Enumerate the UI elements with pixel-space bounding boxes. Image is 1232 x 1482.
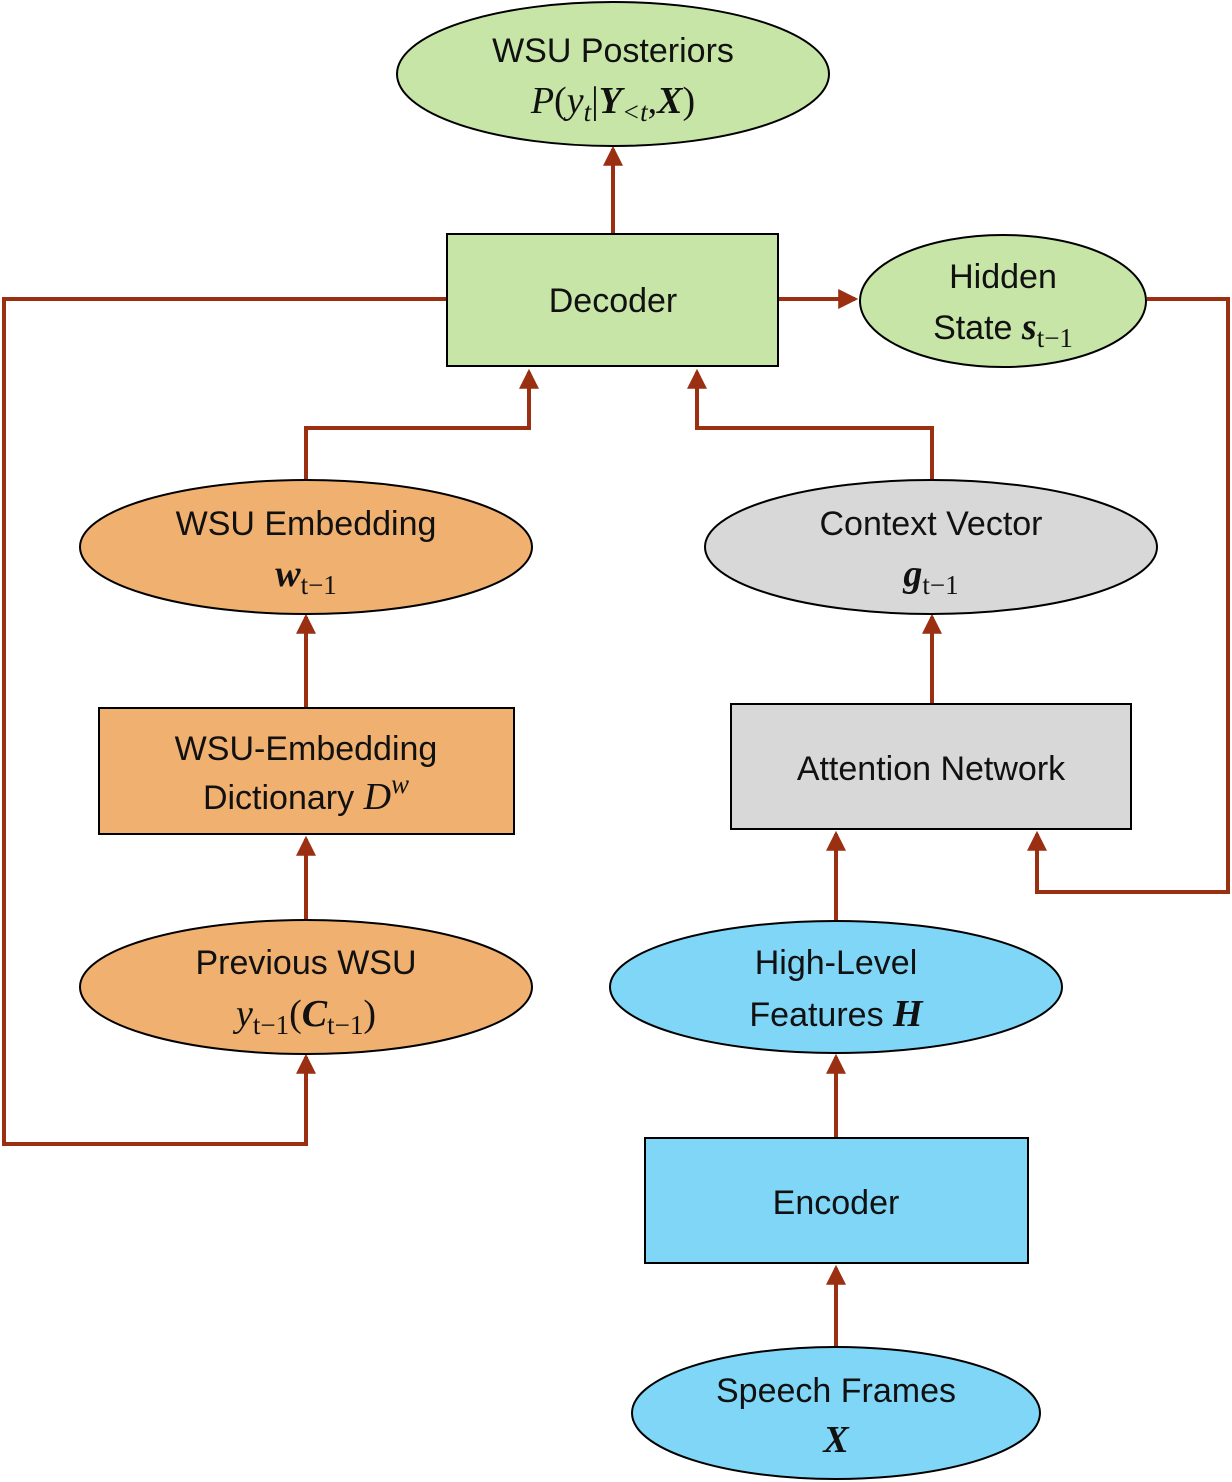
context-vector-title: Context Vector [819,505,1042,543]
encoder-box [644,1137,1029,1264]
previous-wsu-formula: yt−1(Ct−1) [232,993,376,1040]
wsu-embedding-ellipse [79,479,533,615]
speech-frames-formula: X [822,1419,850,1461]
speech-frames-ellipse [631,1346,1041,1480]
arrow-embedding-to-decoder [304,368,539,480]
previous-wsu-title: Previous WSU [195,944,416,982]
arrow-hidden-state-to-attention [1027,297,1230,894]
attention-network-box [730,703,1132,830]
context-vector-node: Context Vector gt−1 [704,479,1158,615]
wsu-embedding-node: WSU Embedding wt−1 [79,479,533,615]
context-vector-formula: gt−1 [902,553,958,600]
wsu-posteriors-node: WSU Posteriors P(yt|Y<t,X) [396,1,830,147]
hidden-state-line2: State st−1 [933,306,1073,353]
embedding-dictionary-line2: Dictionary Dw [203,769,409,818]
decoder-node: Decoder [446,233,779,367]
wsu-embedding-formula: wt−1 [275,553,337,600]
hidden-state-line1: Hidden [949,258,1057,296]
embedding-dictionary-node: WSU-Embedding Dictionary Dw [98,707,515,835]
embedding-dictionary-box [98,707,515,835]
embedding-dictionary-line1: WSU-Embedding [175,730,438,768]
high-level-features-node: High-Level Features H [609,920,1063,1054]
high-level-features-ellipse [609,920,1063,1054]
wsu-posteriors-title: WSU Posteriors [492,32,734,70]
wsu-embedding-title: WSU Embedding [176,505,437,543]
encoder-label: Encoder [773,1184,900,1222]
previous-wsu-ellipse [79,919,533,1055]
decoder-label: Decoder [549,282,678,320]
high-level-features-line2: Features H [749,993,924,1035]
previous-wsu-node: Previous WSU yt−1(Ct−1) [79,919,533,1055]
wsu-posteriors-ellipse [396,1,830,147]
hidden-state-node: Hidden State st−1 [859,234,1147,368]
high-level-features-line1: High-Level [755,944,918,982]
speech-frames-node: Speech Frames X [631,1346,1041,1480]
context-vector-ellipse [704,479,1158,615]
arrow-decoder-feedback-to-previous [2,297,448,1146]
wsu-posteriors-formula: P(yt|Y<t,X) [530,80,695,127]
encoder-node: Encoder [644,1137,1029,1264]
speech-frames-title: Speech Frames [716,1372,956,1410]
hidden-state-ellipse [859,234,1147,368]
arrow-context-to-decoder [687,368,934,480]
decoder-box [446,233,779,367]
attention-network-node: Attention Network [730,703,1132,830]
attention-network-label: Attention Network [797,750,1066,788]
connectors [2,145,1230,1348]
